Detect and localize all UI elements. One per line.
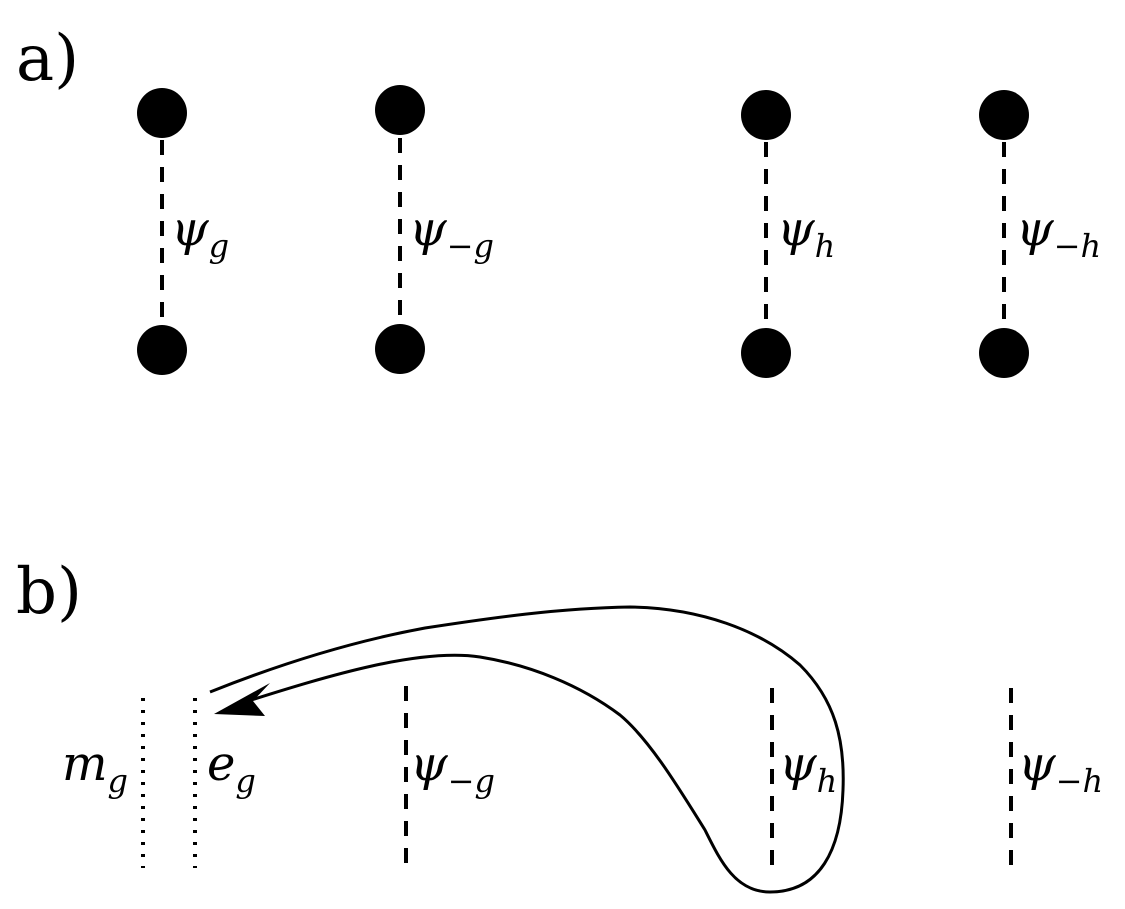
bottom-anyon-dot [741,328,791,378]
line-label: ψ−h [1018,736,1103,800]
pair-label: ψ−h [1016,201,1101,265]
pair-psi-minus-g: ψ−g [375,85,494,374]
panel-a-label: a) [16,22,79,96]
line-psi-minus-g: ψ−g [404,686,495,870]
pair-psi-g: ψg [137,88,229,375]
pair-label: ψg [171,201,229,265]
pair-label: ψ−g [409,201,494,265]
line-psi-h: ψh [770,688,837,870]
pair-label: ψh [777,201,835,265]
pair-psi-minus-h: ψ−h [979,90,1101,378]
top-anyon-dot [979,90,1029,140]
loop-path [209,605,845,894]
line-e-g: eg [193,698,256,868]
top-anyon-dot [137,88,187,138]
bottom-anyon-dot [979,328,1029,378]
line-label: eg [207,736,256,800]
top-anyon-dot [741,90,791,140]
bottom-anyon-dot [375,324,425,374]
arrowhead-icon [214,683,270,716]
pair-psi-h: ψh [741,90,835,378]
line-label: ψh [779,736,837,800]
line-psi-minus-h: ψ−h [1009,688,1103,870]
line-label: ψ−g [410,736,495,800]
bottom-anyon-dot [137,325,187,375]
line-label: mg [62,736,128,800]
braiding-loop-arrow [209,605,845,894]
line-m-g: mg [62,698,145,868]
panel-b-label: b) [16,555,82,629]
top-anyon-dot [375,85,425,135]
